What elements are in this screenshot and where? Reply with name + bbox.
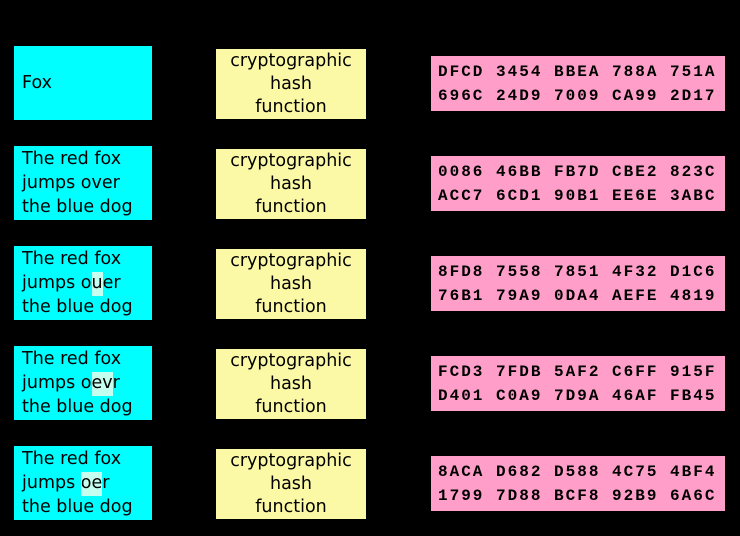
input-text: The red fox jumps over the blue dog [14,147,133,219]
digest-line-1: DFCD 3454 BBEA 788A 751A [438,62,717,81]
hash-example-row-2: The red fox jumps over the blue dog cryp… [0,144,740,222]
input-text: The red fox jumps ouer the blue dog [14,247,133,319]
input-line-2: jumps over [22,171,133,195]
input-line-2-pre: jumps o [22,373,92,393]
digest-box: FCD3 7FDB 5AF2 C6FF 915F D401 C0A9 7D9A … [429,354,727,413]
input-line-3: the blue dog [22,497,133,517]
hash-example-row-5: The red fox jumps oer the blue dog crypt… [0,444,740,522]
input-line-1: Fox [22,73,52,93]
hash-function-box: cryptographic hash function [214,447,368,521]
digest-line-2: D401 C0A9 7D9A 46AF FB45 [438,386,717,405]
input-line-2-pre: jumps [22,473,81,493]
input-text-box: Fox [12,44,154,122]
digest-box: 0086 46BB FB7D CBE2 823C ACC7 6CD1 90B1 … [429,154,727,213]
digest-box: DFCD 3454 BBEA 788A 751A 696C 24D9 7009 … [429,54,727,113]
hash-function-box: cryptographic hash function [214,247,368,321]
input-line-2-pre: jumps over [22,173,120,193]
hash-example-row-4: The red fox jumps oevr the blue dog cryp… [0,344,740,422]
input-line-1: The red fox [22,249,122,269]
digest-box: 8FD8 7558 7851 4F32 D1C6 76B1 79A9 0DA4 … [429,254,727,313]
input-line-1: The red fox [22,349,122,369]
digest-line-2: 1799 7D88 BCF8 92B9 6A6C [438,486,717,505]
digest-line-1: 8ACA D682 D588 4C75 4BF4 [438,462,717,481]
input-text-box: The red fox jumps oevr the blue dog [12,344,154,422]
input-line-2-post: r [102,473,110,493]
input-text-box: The red fox jumps over the blue dog [12,144,154,222]
digest-line-2: 696C 24D9 7009 CA99 2D17 [438,86,717,105]
input-line-1: The red fox [22,449,122,469]
input-line-2-post: r [112,373,120,393]
hash-function-box: cryptographic hash function [214,47,368,121]
input-line-2-post: er [102,273,121,293]
input-text-box: The red fox jumps ouer the blue dog [12,244,154,322]
input-line-3: the blue dog [22,297,133,317]
input-line-2: jumps oer [22,471,133,496]
input-text-box: The red fox jumps oer the blue dog [12,444,154,522]
changed-letters-highlight: u [91,272,103,296]
input-line-3: the blue dog [22,197,133,217]
input-line-2: jumps oevr [22,371,133,396]
hash-function-box: cryptographic hash function [214,147,368,221]
digest-line-2: 76B1 79A9 0DA4 AEFE 4819 [438,286,717,305]
digest-box: 8ACA D682 D588 4C75 4BF4 1799 7D88 BCF8 … [429,454,727,513]
changed-letters-highlight: oe [80,472,103,496]
input-text: The red fox jumps oevr the blue dog [14,347,133,419]
input-text: The red fox jumps oer the blue dog [14,447,133,519]
input-line-2: jumps ouer [22,271,133,296]
input-line-1: The red fox [22,149,122,169]
input-line-3: the blue dog [22,397,133,417]
digest-line-2: ACC7 6CD1 90B1 EE6E 3ABC [438,186,717,205]
hash-function-box: cryptographic hash function [214,347,368,421]
hash-example-row-3: The red fox jumps ouer the blue dog cryp… [0,244,740,322]
changed-letters-highlight: ev [91,372,113,396]
digest-line-1: 8FD8 7558 7851 4F32 D1C6 [438,262,717,281]
digest-line-1: 0086 46BB FB7D CBE2 823C [438,162,717,181]
input-text: Fox [14,71,52,95]
digest-line-1: FCD3 7FDB 5AF2 C6FF 915F [438,362,717,381]
input-line-2-pre: jumps o [22,273,92,293]
hash-example-row-1: Fox cryptographic hash function DFCD 345… [0,44,740,122]
